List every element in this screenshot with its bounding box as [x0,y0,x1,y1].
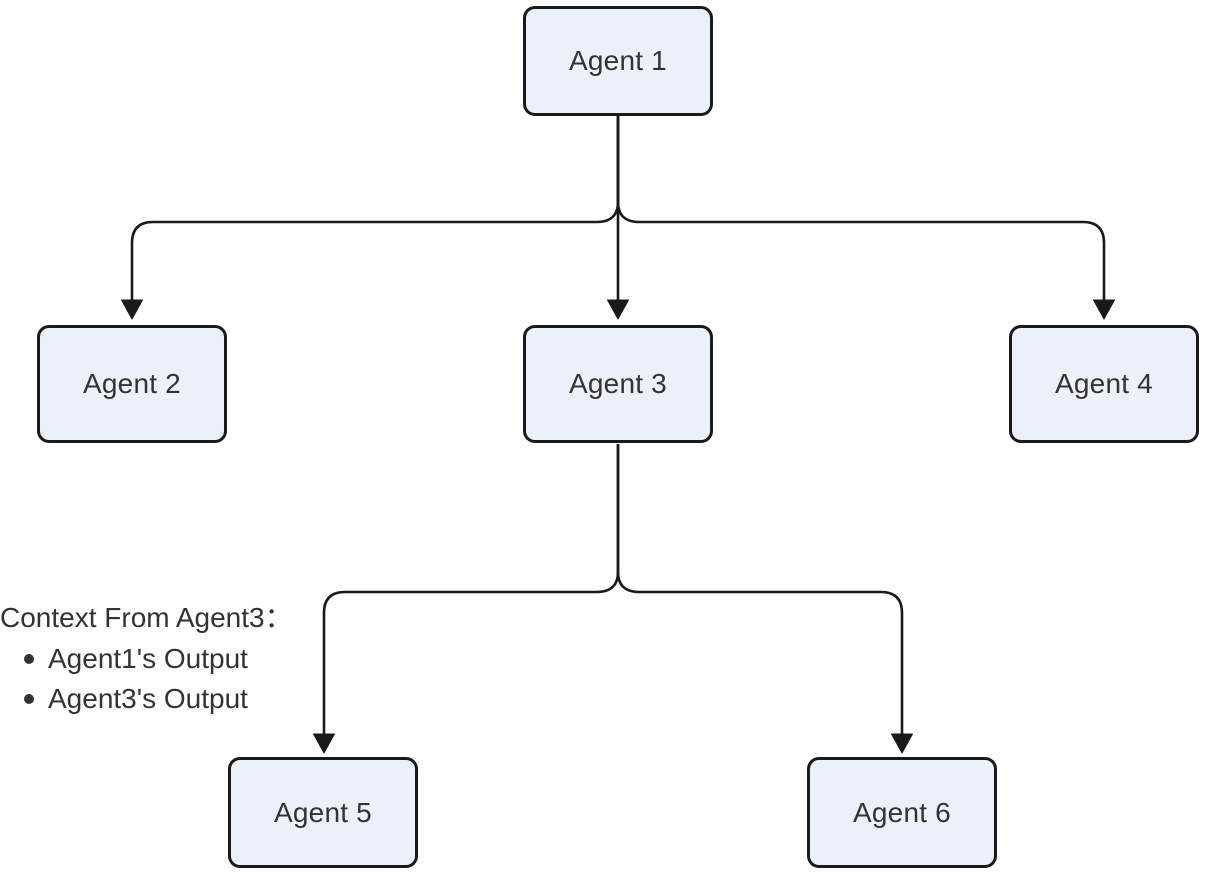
arrowhead-agent3-agent6 [891,733,913,754]
context-annotation-title: Context From Agent3： [0,602,293,633]
arrowhead-agent1-agent2 [121,299,143,320]
node-agent-4-label: Agent 4 [1055,368,1153,399]
context-annotation-item: Agent3's Output [0,679,330,719]
edge-agent3-agent5 [322,444,620,735]
context-annotation-item-text: Agent3's Output [48,683,248,714]
node-agent-1-label: Agent 1 [569,45,667,76]
node-agent-6-label: Agent 6 [853,796,951,828]
context-annotation: Context From Agent3： Agent1's Output Age… [0,598,330,719]
edge-agent1-agent4 [616,116,1106,301]
bullet-icon [24,694,34,704]
context-annotation-item: Agent1's Output [0,639,330,679]
edge-agent3-agent6 [616,444,904,735]
arrowhead-agent1-agent4 [1093,299,1115,320]
node-agent-1: Agent 1 [523,6,713,116]
context-annotation-item-text: Agent1's Output [48,643,248,674]
node-agent-3: Agent 3 [523,325,713,443]
node-agent-2-label: Agent 2 [83,368,181,399]
node-agent-4: Agent 4 [1009,325,1199,443]
node-agent-3-label: Agent 3 [569,368,667,399]
context-annotation-list: Agent1's Output Agent3's Output [0,639,330,719]
node-agent-5: Agent 5 [228,757,418,868]
node-agent-5-label: Agent 5 [274,796,372,828]
bullet-icon [24,654,34,664]
arrowhead-agent1-agent3 [607,299,629,320]
arrowhead-agent3-agent5 [313,733,335,754]
node-agent-2: Agent 2 [37,325,227,443]
node-agent-6: Agent 6 [807,757,997,868]
edge-agent1-agent2 [130,116,620,301]
